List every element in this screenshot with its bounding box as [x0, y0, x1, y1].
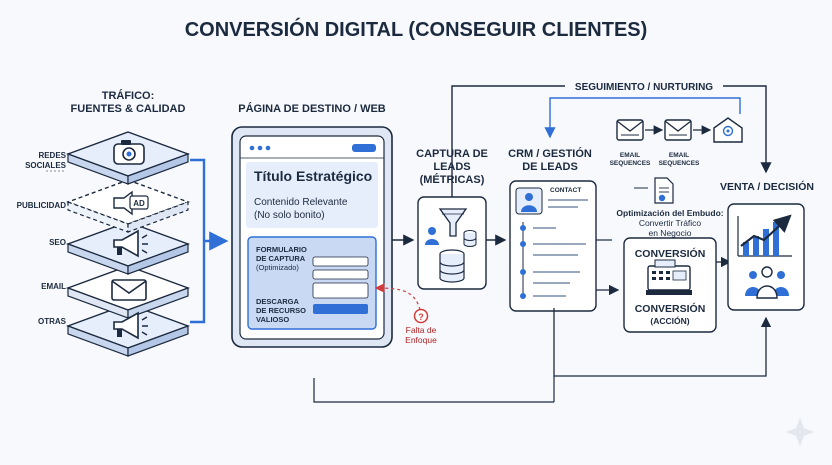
ad-icon: AD	[113, 190, 149, 216]
form-label-line2: DE CAPTURA	[256, 254, 306, 263]
sale-card	[727, 203, 805, 311]
form-field-2[interactable]	[312, 269, 369, 280]
funnel-icon	[438, 208, 468, 237]
source-label-redes-2: SOCIALES	[25, 161, 67, 170]
traffic-stack: AD	[65, 131, 191, 357]
form-field-1[interactable]	[312, 256, 369, 267]
nurturing-label: SEGUIMIENTO / NURTURING	[575, 82, 713, 93]
capture-card	[417, 196, 487, 290]
source-label-publicidad: PUBLICIDAD	[17, 201, 67, 210]
download-label-line2: DE RECURSO	[256, 306, 306, 315]
landing-content-line2: (No solo bonito)	[254, 210, 325, 221]
conversion-top-label: CONVERSIÓN	[635, 247, 706, 260]
landing-content-line1: Contenido Relevante	[254, 197, 348, 208]
form-field-3[interactable]	[312, 282, 369, 299]
crm-card	[509, 180, 597, 312]
person-icon	[425, 227, 439, 245]
database-icon	[439, 249, 465, 283]
source-label-email: EMAIL	[41, 282, 66, 291]
sale-heading: VENTA / DECISIÓN	[720, 180, 814, 193]
optimization-line3: en Negocio	[648, 228, 691, 238]
traffic-heading-line2: FUENTES & CALIDAD	[71, 103, 186, 115]
email-seq-1-line2: SEQUENCES	[610, 160, 651, 167]
cash-register-icon	[646, 259, 692, 295]
source-label-redes-1: REDES	[38, 151, 66, 160]
email-icon	[616, 119, 644, 141]
source-label-seo: SEO	[49, 238, 66, 247]
landing-headline: Título Estratégico	[254, 168, 372, 184]
email-at-icon	[713, 117, 743, 143]
traffic-bracket	[190, 158, 206, 324]
svg-text:?: ?	[418, 312, 424, 322]
capture-form	[247, 236, 377, 330]
crm-to-sale-bottom-loop	[553, 308, 772, 377]
question-icon: ?	[413, 308, 429, 324]
sparkle-icon	[786, 418, 814, 446]
ad-badge: AD	[133, 199, 145, 208]
problem-arrow	[374, 283, 421, 311]
traffic-heading-line1: TRÁFICO:	[102, 89, 155, 102]
megaphone-icon	[113, 311, 148, 340]
download-label-line1: DESCARGA	[256, 297, 300, 306]
crm-heading-line1: CRM / GESTIÓN	[508, 147, 592, 160]
email-seq-1-line1: EMAIL	[620, 152, 640, 159]
problem-label-line2: Enfoque	[405, 335, 437, 345]
landing-heading: PÁGINA DE DESTINO / WEB	[238, 102, 386, 115]
page-title: CONVERSIÓN DIGITAL (CONSEGUIR CLIENTES)	[185, 17, 648, 41]
email-seq-2-line2: SEQUENCES	[659, 160, 700, 167]
crm-contact-label: CONTACT	[550, 187, 581, 194]
nurturing-feedback-arrow	[544, 97, 741, 139]
form-label-line3: (Optimizado)	[256, 263, 299, 272]
form-label-line1: FORMULARIO	[256, 245, 307, 254]
return-loop-line	[313, 378, 554, 403]
source-label-otras: OTRAS	[38, 317, 67, 326]
growth-chart-icon	[737, 214, 792, 257]
camera-icon	[113, 140, 145, 165]
download-button[interactable]	[313, 304, 368, 314]
email-seq-2-line1: EMAIL	[669, 152, 689, 159]
optimization-line2: Convertir Tráfico	[639, 218, 702, 228]
megaphone-icon	[113, 229, 148, 258]
email-icon	[664, 119, 692, 141]
envelope-icon	[111, 279, 147, 301]
team-icon	[745, 266, 789, 299]
conversion-box	[623, 237, 717, 333]
crm-heading-line2: DE LEADS	[522, 161, 578, 173]
problem-label-line1: Falta de	[406, 325, 437, 335]
conversion-bottom-line1: CONVERSIÓN	[635, 302, 706, 315]
document-icon	[654, 177, 674, 204]
database-small-icon	[463, 230, 477, 247]
download-label-line3: VALIOSO	[256, 315, 289, 324]
optimization-line1: Optimización del Embudo:	[616, 208, 723, 218]
conversion-bottom-line2: (ACCIÓN)	[650, 315, 689, 326]
